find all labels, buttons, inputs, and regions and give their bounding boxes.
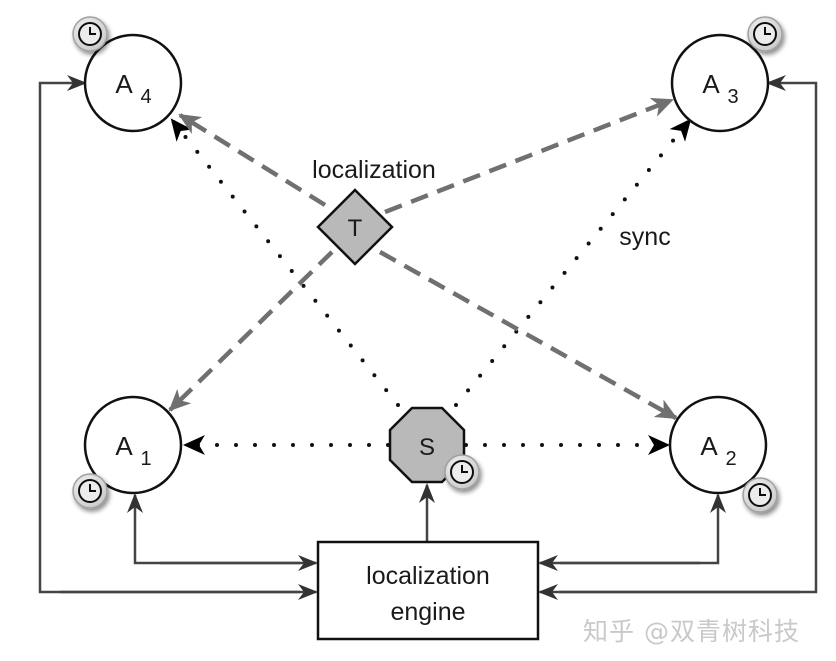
anchor-a1[interactable]: A 1	[83, 395, 183, 495]
anchor-a3-label: A	[702, 69, 720, 99]
sync-node-label: S	[419, 434, 435, 461]
localization-edge-label: localization	[312, 156, 436, 184]
anchor-a3-subscript: 3	[727, 86, 738, 108]
clock-icon	[742, 477, 778, 513]
edge-loc-t-a1	[168, 250, 334, 412]
anchor-a2-subscript: 2	[725, 448, 736, 470]
edge-engine-a4	[38, 75, 300, 594]
anchor-a4-subscript: 4	[140, 86, 151, 108]
tag-label: T	[348, 215, 363, 242]
engine-label-line2: engine	[390, 598, 465, 626]
edge-sync-s-a4	[170, 118, 400, 407]
sync-node[interactable]: S	[388, 406, 466, 484]
edge-sync-s-a3	[454, 118, 692, 407]
anchor-a4[interactable]: A 4	[83, 33, 183, 133]
clock-icon	[747, 16, 783, 52]
anchor-a3[interactable]: A 3	[670, 33, 770, 133]
anchor-a2[interactable]: A 2	[668, 395, 768, 495]
edge-engine-a2	[560, 493, 726, 565]
anchor-a4-label: A	[115, 69, 133, 99]
localization-engine[interactable]: localization engine	[316, 540, 540, 641]
anchor-a1-subscript: 1	[140, 448, 151, 470]
anchor-a2-label: A	[700, 431, 718, 461]
tag-node[interactable]: T	[316, 188, 394, 266]
edge-loc-t-a2	[378, 250, 678, 420]
edge-loc-t-a3	[384, 97, 674, 215]
edge-engine-a1	[127, 493, 300, 565]
edge-loc-t-a4	[178, 113, 327, 207]
watermark: 知乎 @双青树科技	[583, 617, 800, 646]
anchor-a1-label: A	[115, 431, 133, 461]
clock-icon	[444, 454, 480, 490]
edge-engine-a3	[560, 75, 818, 594]
sync-edge-label: sync	[619, 223, 670, 251]
engine-label-line1: localization	[366, 562, 490, 590]
clock-icon	[72, 473, 108, 509]
clock-icon	[72, 16, 108, 52]
